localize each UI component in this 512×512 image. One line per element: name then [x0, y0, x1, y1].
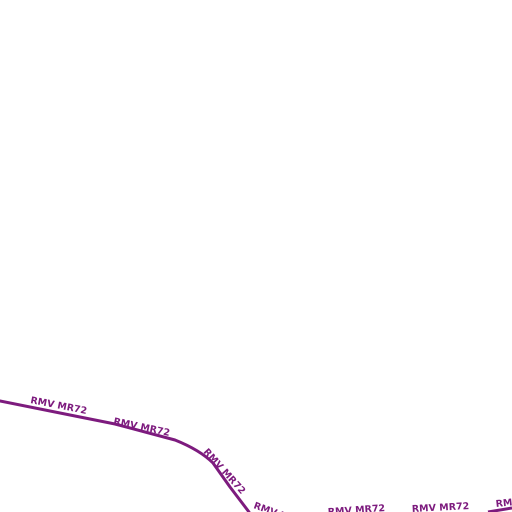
route-line-rmv-mr72[interactable] [0, 399, 251, 512]
route-label: RMV MR72 [495, 493, 512, 510]
route-label: RMV MR72 [252, 500, 310, 512]
route-line-rmv-mr72-continuation [487, 506, 512, 512]
route-label: RMV MR72 [327, 503, 385, 512]
route-label: RMV MR72 [201, 447, 248, 497]
route-label: RMV MR72 [412, 501, 470, 512]
route-label: RMV MR72 [112, 416, 170, 439]
